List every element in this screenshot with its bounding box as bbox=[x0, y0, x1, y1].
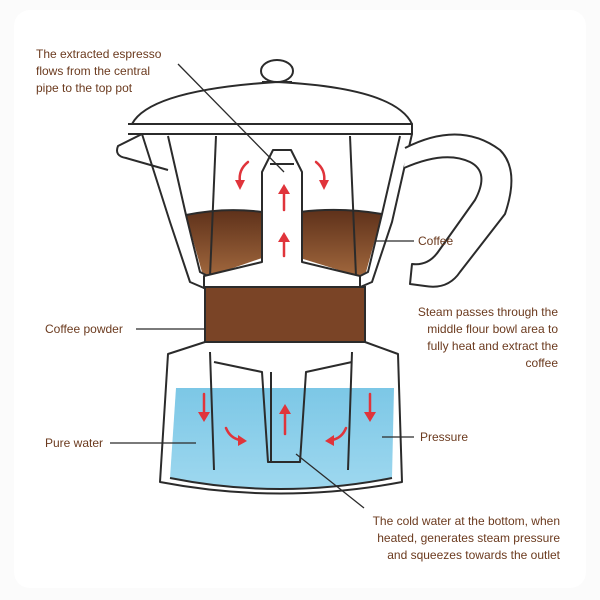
label-steam-line: middle flour bowl area to bbox=[427, 322, 558, 336]
handle bbox=[403, 133, 513, 288]
label-cold-water: The cold water at the bottom, when heate… bbox=[346, 513, 560, 564]
label-cold-water-line: heated, generates steam pressure bbox=[377, 531, 560, 545]
label-pure-water: Pure water bbox=[45, 436, 104, 450]
lid bbox=[128, 59, 413, 135]
water-fill bbox=[170, 388, 394, 489]
coffee-powder-basket bbox=[204, 286, 366, 343]
lower-chamber bbox=[159, 341, 403, 495]
lid-dome bbox=[131, 81, 413, 125]
label-coffee-powder: Coffee powder bbox=[45, 322, 123, 336]
lower-chamber-outline bbox=[159, 341, 403, 495]
arrow-up-pipe-mid bbox=[278, 232, 290, 258]
arrow-down-left bbox=[198, 392, 210, 422]
label-espresso: The extracted espresso flows from the ce… bbox=[36, 46, 161, 97]
arrow-curve-bottom-right bbox=[325, 426, 348, 446]
flow-arrows bbox=[198, 160, 376, 446]
label-steam: Steam passes through the middle flour bo… bbox=[408, 304, 558, 372]
label-cold-water-line: The cold water at the bottom, when bbox=[372, 514, 560, 528]
label-steam-line: coffee bbox=[525, 356, 558, 370]
spout bbox=[116, 133, 169, 171]
leader-lines bbox=[110, 63, 414, 509]
label-espresso-line: flows from the central bbox=[36, 64, 151, 78]
arrow-up-bottom bbox=[279, 404, 291, 436]
leader-espresso bbox=[177, 63, 285, 173]
coffee-fill bbox=[186, 209, 382, 276]
label-espresso-line: pipe to the top pot bbox=[36, 81, 133, 95]
label-pressure: Pressure bbox=[420, 430, 469, 444]
arrow-up-pipe-top bbox=[278, 184, 290, 212]
leader-cold-water bbox=[295, 453, 365, 509]
label-espresso-line: The extracted espresso bbox=[36, 47, 162, 61]
label-steam-line: fully heat and extract the bbox=[427, 339, 558, 353]
label-cold-water-line: and squeezes towards the outlet bbox=[387, 548, 560, 562]
arrow-curve-bottom-left bbox=[224, 426, 247, 446]
lid-rim bbox=[128, 123, 413, 135]
lid-knob bbox=[260, 59, 294, 83]
label-coffee: Coffee bbox=[418, 234, 454, 248]
arrow-curve-right bbox=[314, 160, 329, 190]
label-steam-line: Steam passes through the bbox=[417, 305, 558, 319]
arrow-down-right bbox=[364, 392, 376, 422]
arrow-curve-left bbox=[235, 160, 250, 190]
